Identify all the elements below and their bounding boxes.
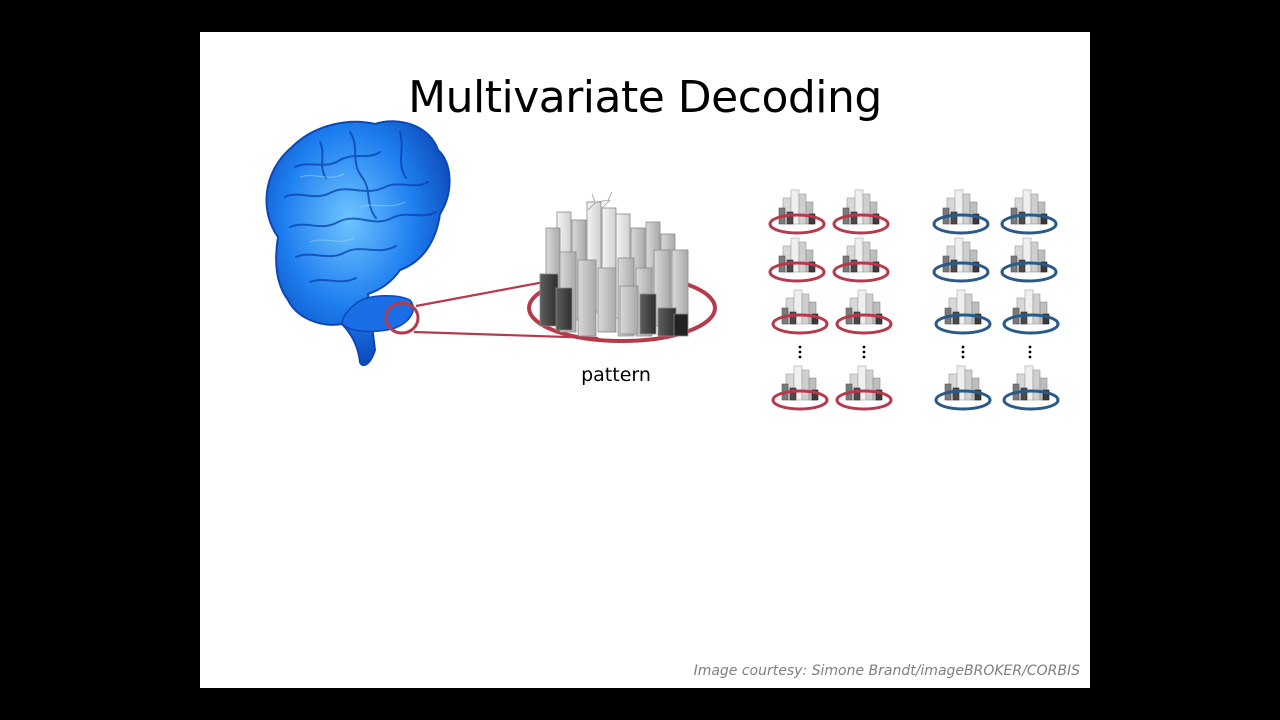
image-credit: Image courtesy: Simone Brandt/imageBROKE… bbox=[693, 663, 1080, 679]
brain-image bbox=[265, 120, 451, 367]
class-a-ellipsis bbox=[798, 345, 866, 359]
slide: Multivariate Decoding bbox=[200, 32, 1090, 688]
class-b-samples bbox=[932, 189, 1060, 411]
slide-title: Multivariate Decoding bbox=[408, 72, 882, 123]
pattern-label: pattern bbox=[581, 364, 651, 386]
zoom-connector bbox=[413, 278, 599, 340]
class-a-samples bbox=[768, 189, 893, 411]
class-b-ellipsis bbox=[961, 345, 1032, 359]
decoding-diagram bbox=[265, 120, 1060, 411]
pattern-bars bbox=[527, 191, 717, 343]
